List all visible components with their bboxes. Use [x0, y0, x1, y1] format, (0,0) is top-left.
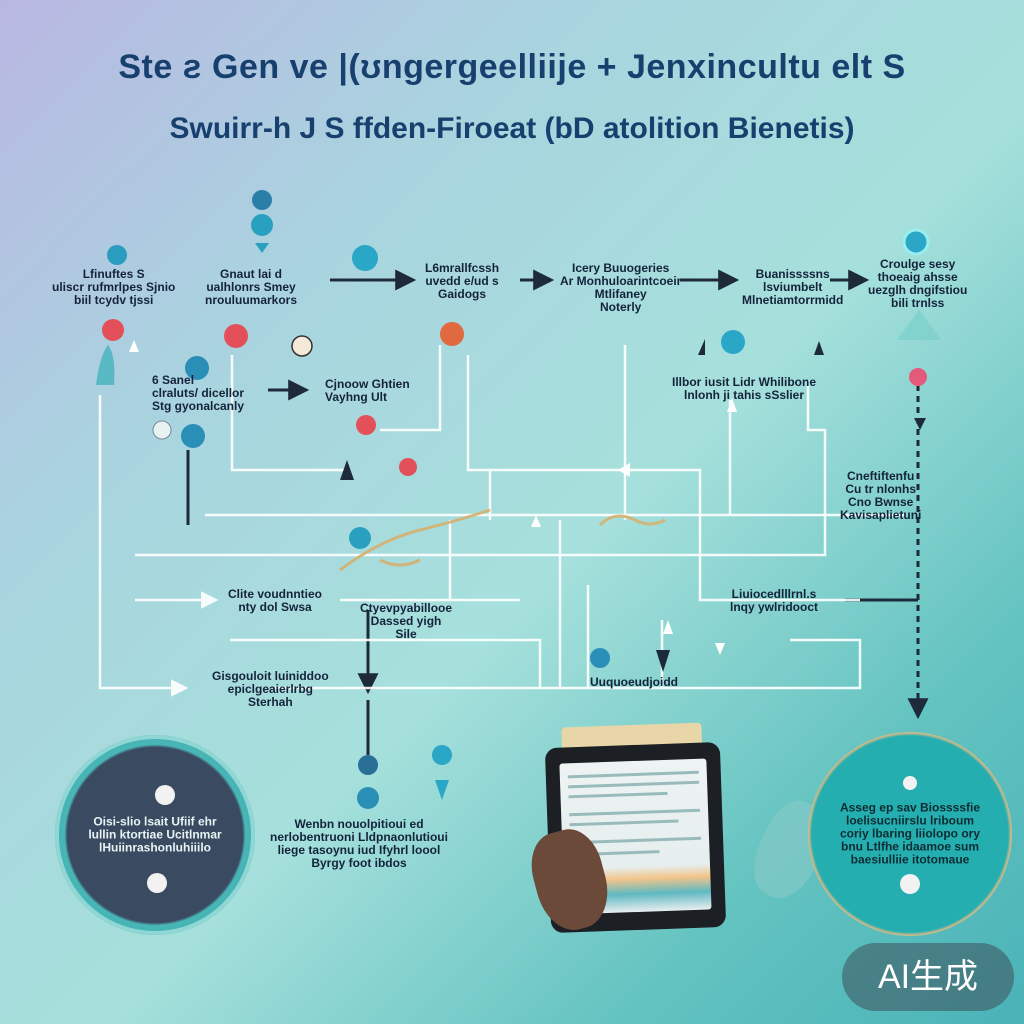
node-teal — [358, 755, 378, 775]
node-teal-drop — [435, 780, 449, 800]
label-node-10: Cneftiftenfu Cu tr nlonhs Cno Bwnse Kavi… — [840, 469, 922, 522]
node-cone — [897, 310, 941, 340]
label-node-16: Wenbn nouolpitioui ed nerlobentruoni Lld… — [270, 817, 448, 870]
top-connectors — [186, 269, 929, 755]
node-teal — [352, 245, 378, 271]
node-teal — [181, 424, 205, 448]
node-coral — [224, 324, 248, 348]
ai-generated-badge: AI生成 — [842, 943, 1014, 1011]
node-teal — [590, 648, 610, 668]
node-white — [152, 420, 172, 440]
node-teal — [357, 787, 379, 809]
node-drop — [96, 345, 115, 385]
label-node-13: Liuiocedlllrnl.s lnqy ywlridooct — [730, 587, 819, 614]
node-light — [291, 335, 313, 357]
panel-dot — [155, 785, 175, 805]
diagram-title: Ste ƨ Gen ve |(ʊngergeelliije + Jenxincu… — [118, 48, 906, 86]
dark-arrow-markers — [340, 339, 926, 672]
diagram-subtitle: Swuirr-h J S ffden-Firoeat (bD atolition… — [169, 112, 855, 145]
label-node-4: Icery Buuogeries Ar Monhuloarintcoeir Mt… — [560, 261, 682, 314]
label-node-7: 6 Sanel clraluts/ dicellor Stg gyonalcan… — [152, 373, 245, 413]
decorative-vine — [339, 508, 666, 572]
node-teal — [185, 356, 209, 380]
label-node-12: Ctyevpyabillooe Dassed yigh Sile — [360, 601, 453, 641]
node-teal-ring — [902, 228, 930, 256]
label-node-15: Uuquoeudjoidd — [590, 675, 678, 689]
panel-dot — [903, 776, 917, 790]
label-node-5: Buanissssns lsviumbelt Mlnetiamtorrmidd — [742, 267, 844, 307]
label-node-9: Illbor iusit Lidr Whilibone lnlonh ji ta… — [672, 375, 816, 402]
label-node-2: Gnaut lai d ualhlonrs Smey nrouluumarkor… — [205, 267, 298, 307]
label-node-11: Clite voudnntieo nty dol Swsa — [228, 587, 322, 614]
right-panel-text: Asseg ep sav Biossssfie loelisucniirslu … — [839, 800, 981, 867]
panel-dot — [147, 873, 167, 893]
node-teal — [107, 245, 127, 265]
label-node-1: Lfinuftes S uliscr rufmrlpes Sjnio biil … — [52, 267, 176, 307]
right-circle-panel: Asseg ep sav Biossssfie loelisucniirslu … — [808, 732, 1012, 936]
node-teal — [349, 527, 371, 549]
grid-lines — [98, 345, 905, 697]
label-node-8: Cjnoow Ghtien Vayhng Ult — [325, 377, 410, 404]
label-node-14: Gisgouloit luiniddoo epiclgeaierlrbg Ste… — [212, 669, 329, 709]
panel-dot — [900, 874, 920, 894]
node-coral — [356, 415, 376, 435]
node-teal — [432, 745, 452, 765]
label-node-6: Croulge sesy thoeaig ahsse uezglh dngifs… — [868, 257, 968, 310]
left-panel-text: Oisi-slio lsait Ufiif ehr lullin ktortia… — [88, 814, 222, 855]
left-circle-panel: Oisi-slio lsait Ufiif ehr lullin ktortia… — [55, 735, 255, 935]
node-pink — [909, 368, 927, 386]
label-node-3: L6mrallfcssh uvedd e/ud s Gaidogs — [425, 261, 500, 301]
node-teal — [721, 330, 745, 354]
node-coral — [102, 319, 124, 341]
node-teal-top — [251, 190, 273, 253]
arrowheads — [129, 340, 737, 655]
node-coral — [399, 458, 417, 476]
node-orange — [440, 322, 464, 346]
